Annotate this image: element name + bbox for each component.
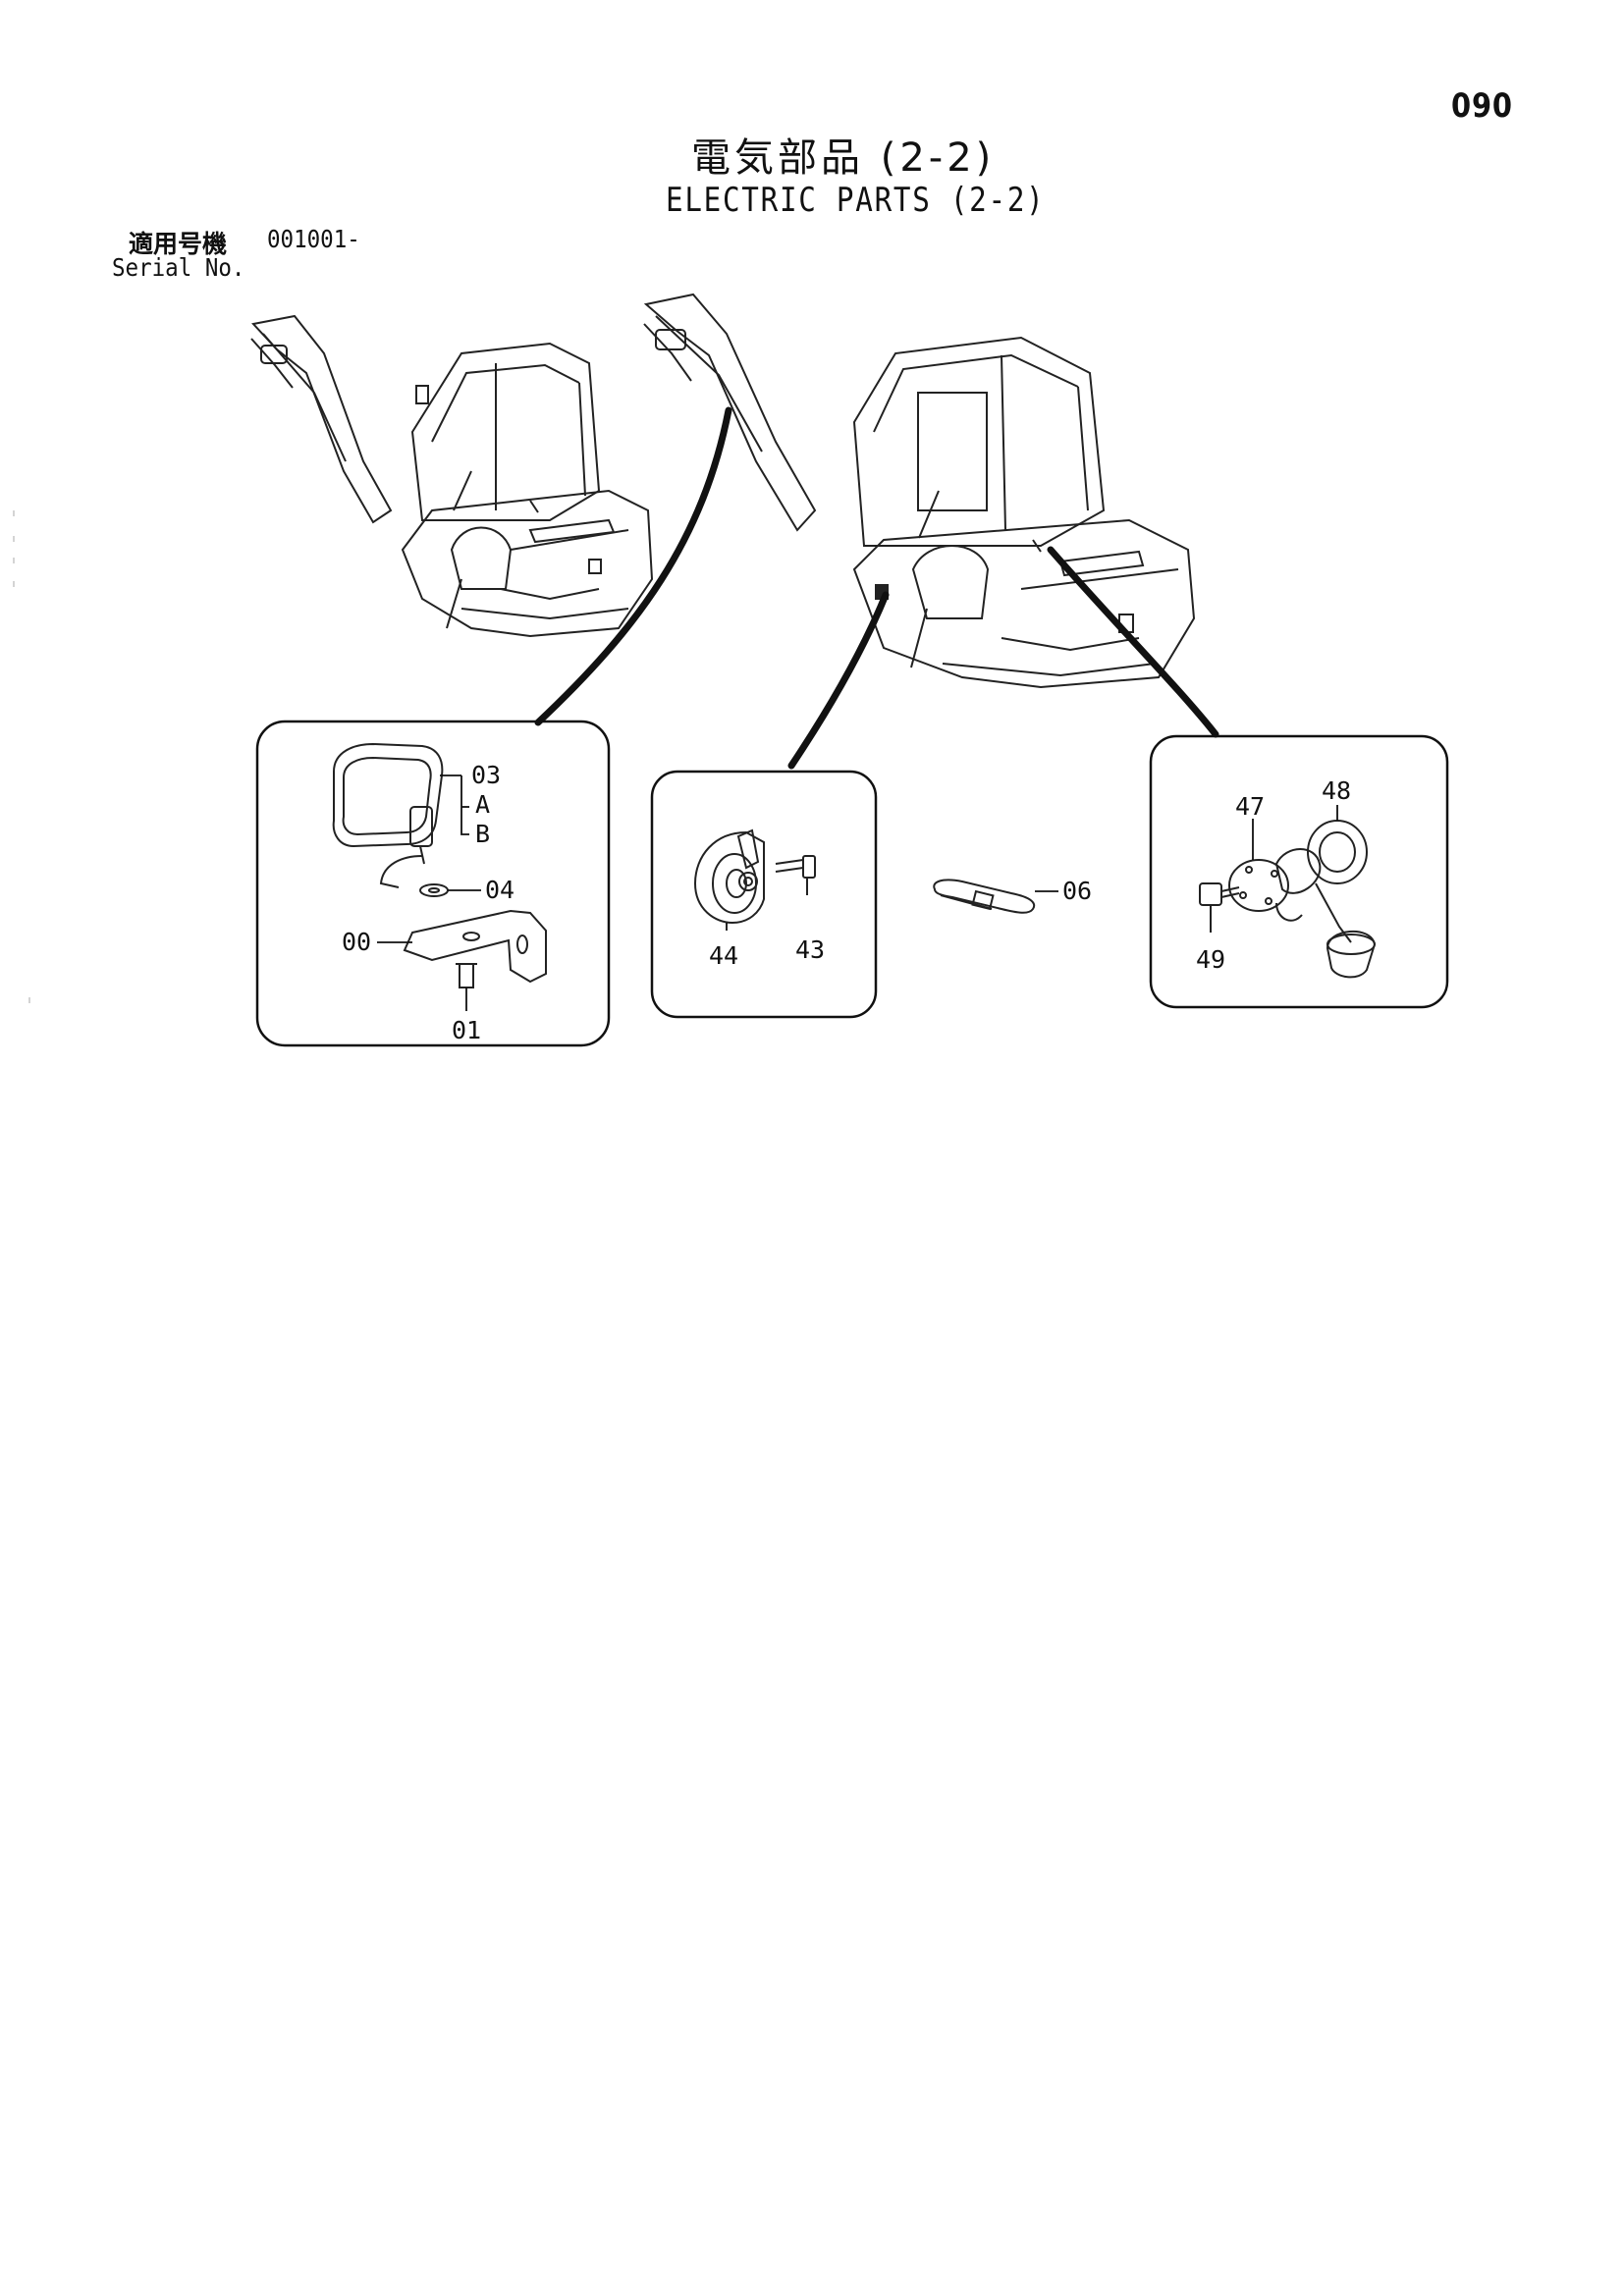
callout-part-06: 06 xyxy=(1062,877,1092,905)
page-number: 090 xyxy=(1451,86,1513,126)
callout-part-01: 01 xyxy=(452,1016,481,1044)
callout-part-03: 03 xyxy=(471,761,501,789)
callout-part-47: 47 xyxy=(1235,792,1265,821)
callout-part-b: B xyxy=(475,820,490,848)
excavator-illustration-left xyxy=(250,314,654,638)
detail-box-fuel-sensor: 48 47 49 xyxy=(1149,734,1449,1009)
detail-box-work-light: 03 A B 04 00 01 xyxy=(255,720,611,1047)
callout-part-48: 48 xyxy=(1322,776,1351,805)
serial-label-english: Serial No. xyxy=(112,253,245,282)
band-clamp-illustration: 06 xyxy=(933,877,1092,914)
excavator-illustration-right xyxy=(643,293,1196,689)
callout-part-00: 00 xyxy=(342,928,371,956)
page-title-japanese: 電気部品 (2-2) xyxy=(691,135,996,181)
callout-part-49: 49 xyxy=(1196,945,1225,974)
callout-part-a: A xyxy=(475,790,490,819)
leader-lines xyxy=(534,406,1219,770)
detail-box-horn: 44 43 xyxy=(650,770,878,1019)
scan-marks xyxy=(13,510,30,1003)
callout-part-43: 43 xyxy=(795,935,825,964)
callout-part-44: 44 xyxy=(709,941,738,970)
page-title-english: ELECTRIC PARTS (2-2) xyxy=(666,181,1046,220)
serial-label-japanese: 適用号機 xyxy=(129,230,228,258)
serial-number-value: 001001- xyxy=(267,225,360,253)
callout-part-04: 04 xyxy=(485,876,514,904)
